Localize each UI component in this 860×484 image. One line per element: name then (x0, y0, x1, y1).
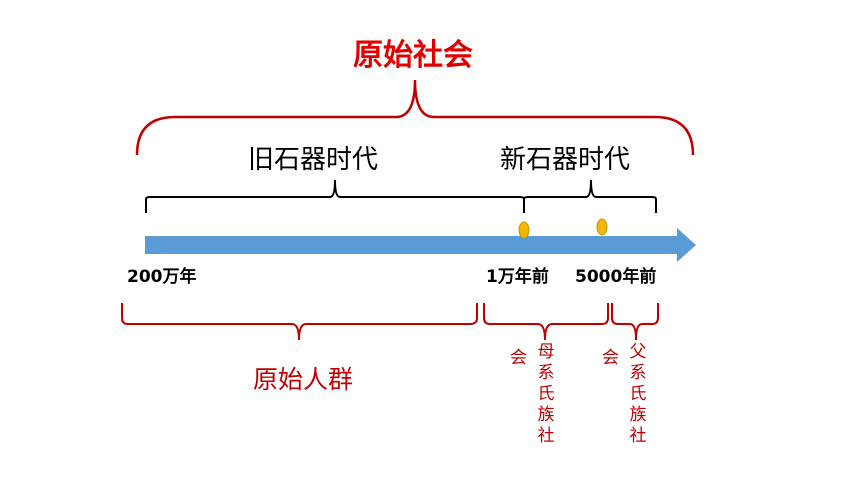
old-era-brace (145, 179, 525, 213)
matrilineal-side-char: 会 (510, 348, 527, 368)
marker-10000-years (518, 221, 530, 239)
tick-10000-years: 1万年前 (486, 267, 549, 287)
matrilineal-brace (483, 303, 609, 341)
primitive-group-brace (121, 303, 478, 341)
society-brace (135, 79, 695, 156)
matrilineal-clan-label: 母系氏族社 (537, 342, 555, 446)
new-stone-age-label: 新石器时代 (500, 145, 631, 175)
marker-5000-years (596, 218, 608, 236)
new-era-brace (523, 179, 657, 213)
primitive-group-label: 原始人群 (253, 365, 354, 394)
tick-5000-years: 5000年前 (575, 267, 657, 287)
patrilineal-brace (611, 303, 659, 341)
old-stone-age-label: 旧石器时代 (248, 145, 379, 175)
timeline-arrow (145, 228, 696, 262)
tick-2-million-years: 200万年 (127, 267, 197, 287)
patrilineal-clan-label: 父系氏族社 (629, 342, 647, 446)
patrilineal-side-char: 会 (602, 348, 619, 368)
page-title: 原始社会 (353, 38, 473, 73)
